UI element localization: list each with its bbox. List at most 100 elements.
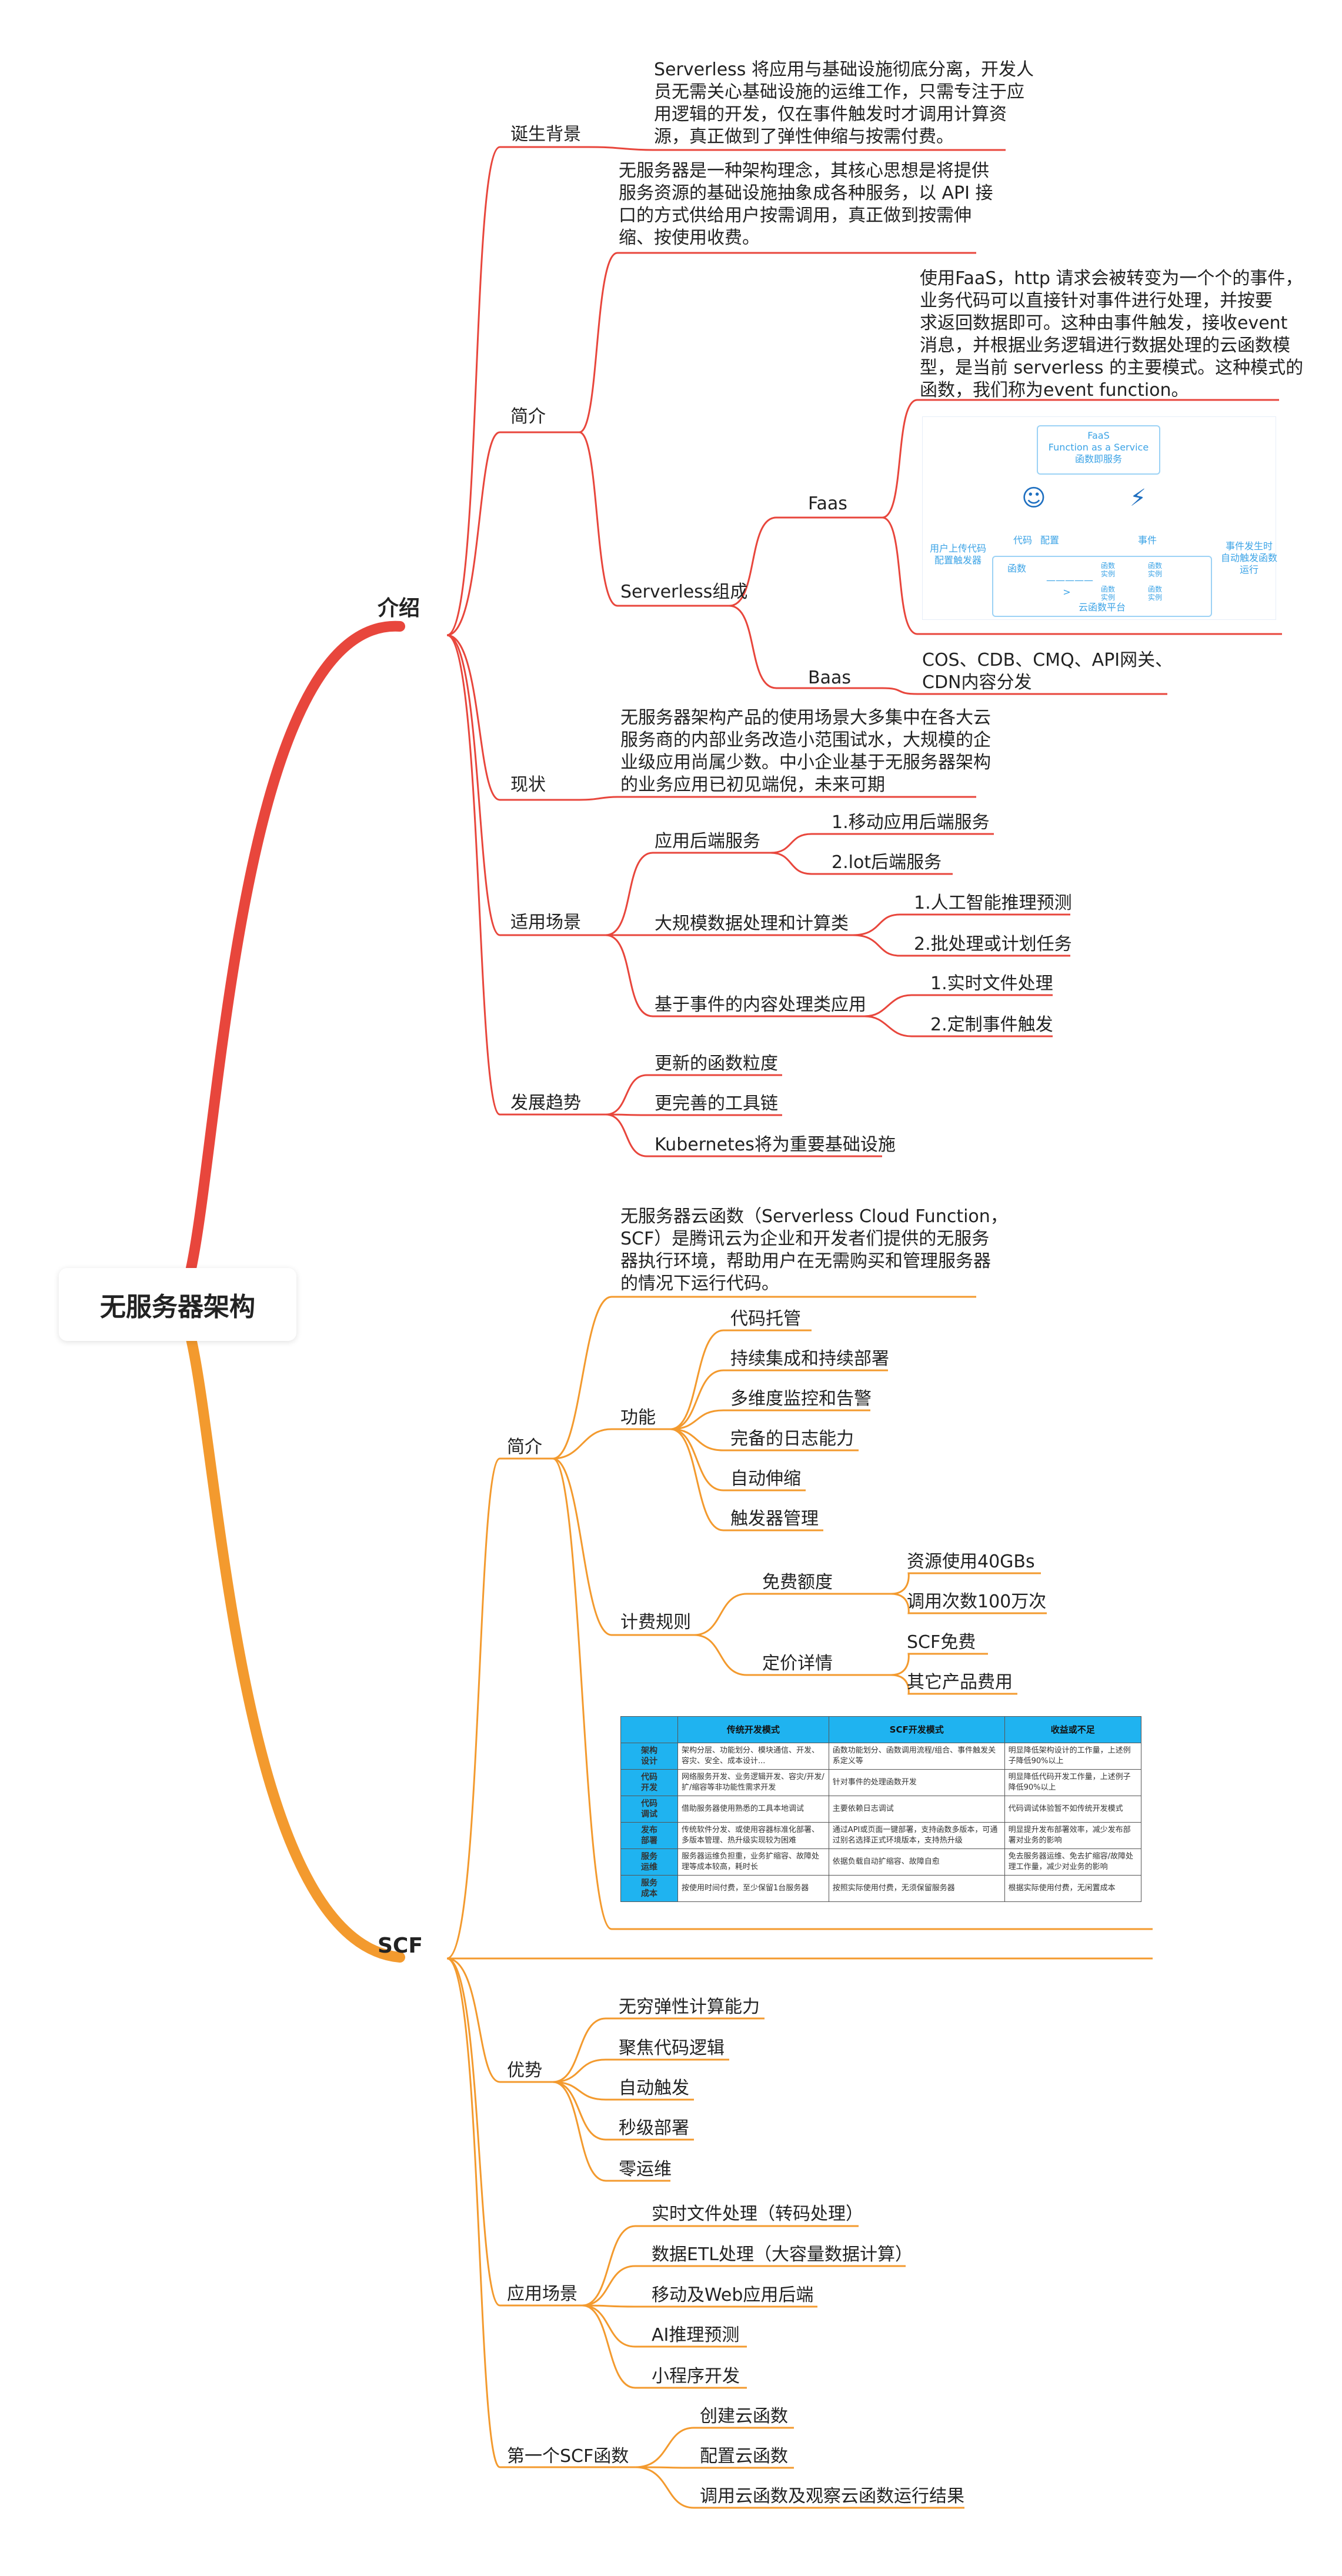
table-cell: 按使用时间付费，至少保留1台服务器 bbox=[677, 1875, 829, 1902]
root-label: 无服务器架构 bbox=[100, 1292, 255, 1322]
row-header: 架构 设计 bbox=[620, 1743, 678, 1770]
node-serverless-components[interactable]: Serverless组成 bbox=[620, 582, 748, 602]
event-label: 事件 bbox=[1137, 535, 1157, 546]
scf-scenario-item[interactable]: 小程序开发 bbox=[652, 2366, 740, 2387]
advantage-item[interactable]: 自动触发 bbox=[619, 2078, 689, 2098]
scenario-item[interactable]: 1.实时文件处理 bbox=[930, 973, 1053, 994]
advantage-item[interactable]: 零运维 bbox=[619, 2159, 672, 2180]
table-row: 架构 设计 架构分层、功能划分、模块通信、开发、容灾、安全、成本设计... 函数… bbox=[620, 1743, 1142, 1770]
node-features[interactable]: 功能 bbox=[620, 1407, 656, 1428]
table-cell: 代码调试体验暂不如传统开发模式 bbox=[1004, 1796, 1142, 1823]
feature-item[interactable]: 触发器管理 bbox=[730, 1509, 819, 1529]
faas-title: FaaS Function as a Service 函数即服务 bbox=[1048, 430, 1149, 465]
table-header-row: 传统开发模式 SCF开发模式 收益或不足 bbox=[620, 1716, 1142, 1743]
trend-item[interactable]: 更新的函数粒度 bbox=[655, 1053, 778, 1074]
node-pricing[interactable]: 定价详情 bbox=[762, 1653, 833, 1674]
first-scf-item[interactable]: 配置云函数 bbox=[700, 2446, 788, 2467]
node-trends[interactable]: 发展趋势 bbox=[510, 1093, 581, 1113]
advantage-item[interactable]: 聚焦代码逻辑 bbox=[619, 2038, 725, 2058]
branch-intro[interactable]: 介绍 bbox=[378, 596, 420, 620]
pricing-item[interactable]: SCF免费 bbox=[907, 1632, 976, 1653]
scenario-group-1[interactable]: 应用后端服务 bbox=[655, 831, 760, 852]
table-cell: 针对事件的处理函数开发 bbox=[828, 1769, 1005, 1796]
intro-brief-text: 无服务器是一种架构理念，其核心思想是将提供 服务资源的基础设施抽象成各种服务，以… bbox=[619, 161, 993, 248]
feature-item[interactable]: 多维度监控和告警 bbox=[730, 1389, 872, 1409]
node-scf-brief[interactable]: 简介 bbox=[507, 1437, 542, 1457]
faas-text: 使用FaaS，http 请求会被转变为一个个的事件， 业务代码可以直接针对事件进… bbox=[920, 268, 1304, 401]
arrow-label: —————> bbox=[1046, 575, 1093, 598]
instance-label-1: 函数 实例 bbox=[1100, 562, 1115, 578]
scf-brief-text: 无服务器云函数（Serverless Cloud Function， SCF）是… bbox=[620, 1206, 1008, 1294]
trend-item[interactable]: 更完善的工具链 bbox=[655, 1093, 778, 1114]
table-row: 发布 部署 传统软件分发、或使用容器标准化部署、多版本管理、热升级实现较为困难 … bbox=[620, 1822, 1142, 1849]
right-caption: 事件发生时 自动触发函数运行 bbox=[1220, 540, 1277, 575]
scf-comparison-table: 传统开发模式 SCF开发模式 收益或不足 架构 设计 架构分层、功能划分、模块通… bbox=[620, 1716, 1142, 1902]
instance-label-2: 函数 实例 bbox=[1147, 562, 1162, 578]
trend-item[interactable]: Kubernetes将为重要基础设施 bbox=[655, 1134, 896, 1155]
baas-text: COS、CDB、CMQ、API网关、 CDN内容分发 bbox=[922, 650, 1173, 693]
first-scf-item[interactable]: 创建云函数 bbox=[700, 2406, 788, 2427]
table-row: 服务 成本 按使用时间付费，至少保留1台服务器 按照实际使用付费，无须保留服务器… bbox=[620, 1875, 1142, 1902]
table-cell: 架构分层、功能划分、模块通信、开发、容灾、安全、成本设计... bbox=[677, 1743, 829, 1770]
feature-item[interactable]: 代码托管 bbox=[730, 1309, 801, 1329]
scenario-item[interactable]: 1.移动应用后端服务 bbox=[832, 812, 990, 833]
scenario-item[interactable]: 2.lot后端服务 bbox=[832, 852, 942, 873]
node-billing[interactable]: 计费规则 bbox=[620, 1612, 691, 1633]
free-quota-item[interactable]: 资源使用40GBs bbox=[907, 1551, 1035, 1572]
node-first-scf[interactable]: 第一个SCF函数 bbox=[507, 2446, 629, 2467]
scf-scenario-item[interactable]: 数据ETL处理（大容量数据计算） bbox=[652, 2244, 913, 2265]
node-background[interactable]: 诞生背景 bbox=[510, 124, 581, 145]
node-scenarios[interactable]: 适用场景 bbox=[510, 912, 581, 933]
table-cell: 明显降低代码开发工作量，上述例子降低90%以上 bbox=[1004, 1769, 1142, 1796]
scf-scenario-item[interactable]: 移动及Web应用后端 bbox=[652, 2285, 814, 2305]
advantage-item[interactable]: 秒级部署 bbox=[619, 2118, 689, 2138]
faas-title-box: FaaS Function as a Service 函数即服务 bbox=[1037, 425, 1160, 475]
free-quota-item[interactable]: 调用次数100万次 bbox=[907, 1591, 1047, 1612]
row-header: 服务 运维 bbox=[620, 1848, 678, 1876]
node-intro-brief[interactable]: 简介 bbox=[510, 406, 546, 427]
table-cell: 网络服务开发、业务逻辑开发、容灾/开发/扩/缩容等非功能性需求开发 bbox=[677, 1769, 829, 1796]
row-header: 代码 调试 bbox=[620, 1796, 678, 1823]
scf-scenario-item[interactable]: 实时文件处理（转码处理） bbox=[652, 2204, 863, 2224]
node-baas[interactable]: Baas bbox=[808, 668, 851, 688]
scenario-item[interactable]: 1.人工智能推理预测 bbox=[914, 893, 1072, 913]
scenario-item[interactable]: 2.批处理或计划任务 bbox=[914, 934, 1072, 955]
faas-diagram-image: FaaS Function as a Service 函数即服务 ☺ ⚡ 用户上… bbox=[922, 416, 1277, 620]
scenario-group-3[interactable]: 基于事件的内容处理类应用 bbox=[655, 995, 866, 1015]
table-cell: 明显提升发布部署效率，减少发布部署对业务的影响 bbox=[1004, 1822, 1142, 1849]
feature-item[interactable]: 持续集成和持续部署 bbox=[730, 1349, 889, 1369]
row-header: 代码 开发 bbox=[620, 1769, 678, 1796]
pricing-item[interactable]: 其它产品费用 bbox=[907, 1672, 1013, 1693]
branch-scf[interactable]: SCF bbox=[378, 1934, 423, 1958]
table-cell: 服务器运维负担重，业务扩缩容、故障处理等成本较高，耗时长 bbox=[677, 1848, 829, 1876]
scf-scenario-item[interactable]: AI推理预测 bbox=[652, 2325, 740, 2345]
table-header-cell: SCF开发模式 bbox=[828, 1716, 1005, 1743]
code-label: 代码 bbox=[1013, 535, 1032, 546]
table-cell: 函数功能划分、函数调用流程/组合、事件触发关系定义等 bbox=[828, 1743, 1005, 1770]
left-caption: 用户上传代码 配置触发器 bbox=[929, 543, 986, 566]
table-row: 代码 调试 借助服务器使用熟悉的工具本地调试 主要依赖日志调试 代码调试体验暂不… bbox=[620, 1796, 1142, 1823]
func-label: 函数 bbox=[1007, 563, 1026, 574]
node-free-quota[interactable]: 免费额度 bbox=[762, 1572, 833, 1593]
feature-item[interactable]: 完备的日志能力 bbox=[730, 1429, 854, 1449]
node-scf-scenarios[interactable]: 应用场景 bbox=[507, 2284, 577, 2304]
scenario-item[interactable]: 2.定制事件触发 bbox=[930, 1015, 1053, 1035]
first-scf-item[interactable]: 调用云函数及观察云函数运行结果 bbox=[700, 2486, 964, 2507]
node-advantages[interactable]: 优势 bbox=[507, 2060, 542, 2081]
background-text: Serverless 将应用与基础设施彻底分离，开发人 员无需关心基础设施的运维… bbox=[654, 59, 1034, 147]
table-cell: 依据负载自动扩缩容、故障自愈 bbox=[828, 1848, 1005, 1876]
root-node[interactable]: 无服务器架构 bbox=[59, 1268, 296, 1341]
table-cell: 借助服务器使用熟悉的工具本地调试 bbox=[677, 1796, 829, 1823]
table-cell: 传统软件分发、或使用容器标准化部署、多版本管理、热升级实现较为困难 bbox=[677, 1822, 829, 1849]
instance-label-4: 函数 实例 bbox=[1147, 585, 1162, 602]
node-status[interactable]: 现状 bbox=[510, 775, 546, 795]
scenario-group-2[interactable]: 大规模数据处理和计算类 bbox=[655, 913, 849, 934]
advantage-item[interactable]: 无穷弹性计算能力 bbox=[619, 1997, 760, 2017]
row-header: 发布 部署 bbox=[620, 1822, 678, 1849]
table-cell: 免去服务器运维、免去扩缩容/故障处理工作量，减少对业务的影响 bbox=[1004, 1848, 1142, 1876]
platform-box: 函数 —————> 函数 实例 函数 实例 函数 实例 函数 实例 云函数平台 bbox=[992, 556, 1212, 617]
table-header-cell: 传统开发模式 bbox=[677, 1716, 829, 1743]
node-faas[interactable]: Faas bbox=[808, 493, 847, 514]
row-header: 服务 成本 bbox=[620, 1875, 678, 1902]
feature-item[interactable]: 自动伸缩 bbox=[730, 1469, 801, 1489]
